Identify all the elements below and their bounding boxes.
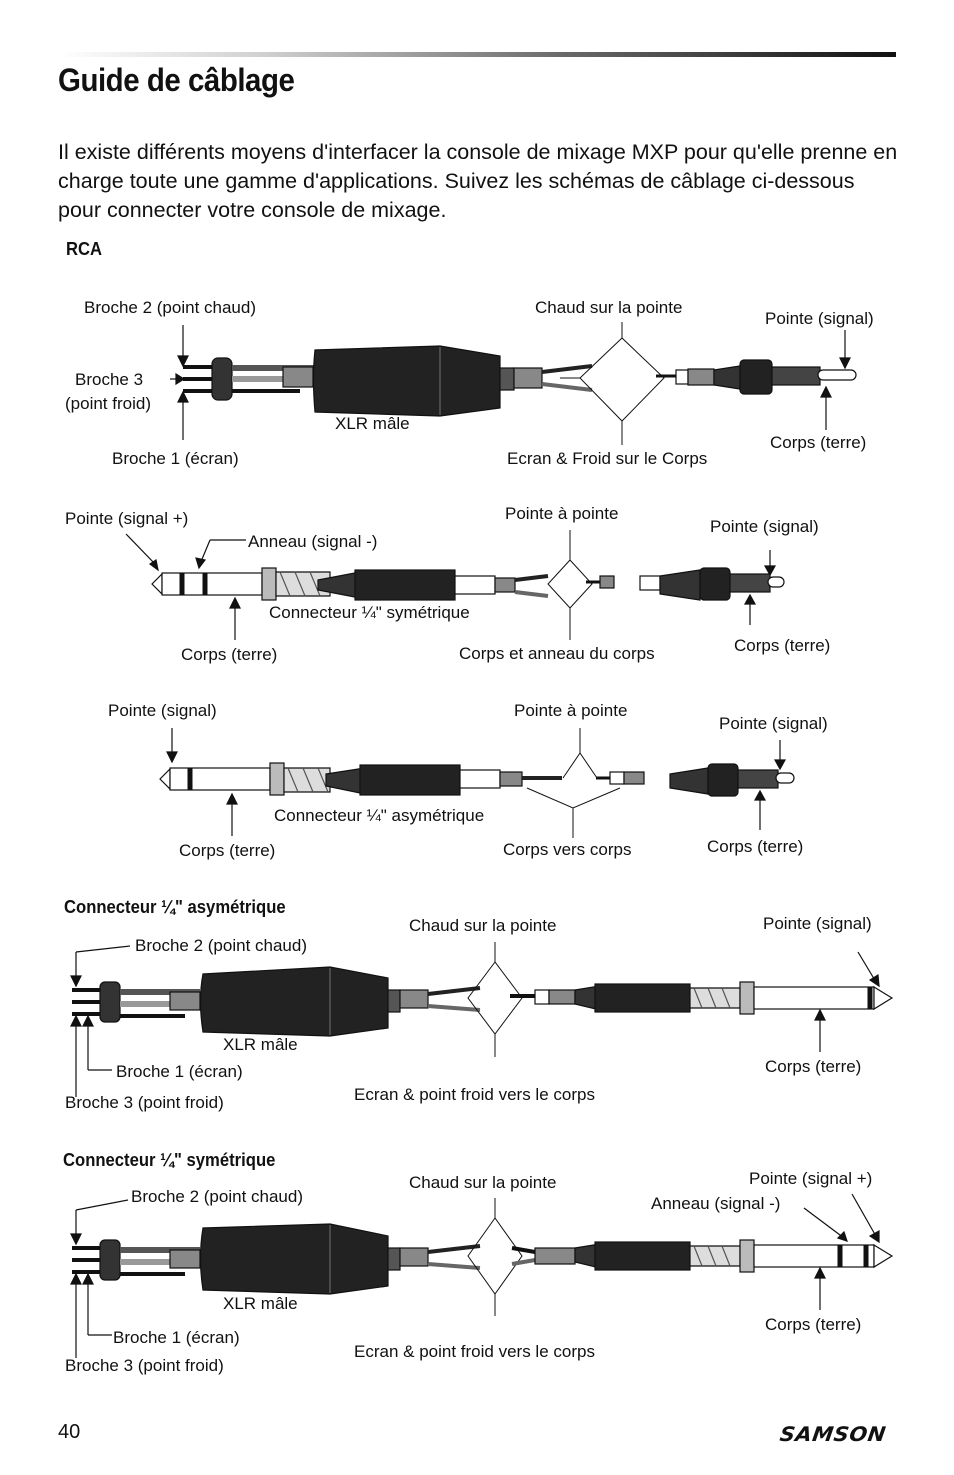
- label-tip-to-tip: Pointe à pointe: [505, 504, 619, 523]
- label-xlr-male: XLR mâle: [223, 1294, 298, 1313]
- label-pin1: Broche 1 (écran): [112, 449, 239, 468]
- label-tip-to-tip: Pointe à pointe: [514, 701, 628, 720]
- label-trs-sleeve: Corps (terre): [181, 645, 278, 664]
- label-ts-sleeve: Corps (terre): [179, 841, 276, 860]
- label-shield-cold-sleeve: Ecran & point froid vers le corps: [354, 1085, 595, 1104]
- label-trs-connector: Connecteur ¼" symétrique: [269, 603, 470, 622]
- diagram-ts-to-rca-graphic: [159, 728, 795, 838]
- label-rca-tip: Pointe (signal): [765, 309, 874, 328]
- label-pin3: Broche 3 (point froid): [65, 1356, 224, 1375]
- label-trs-sleeve: Corps (terre): [765, 1315, 862, 1334]
- label-sleeve-to-sleeve: Corps vers corps: [503, 840, 632, 859]
- label-hot-on-tip: Chaud sur la pointe: [409, 1173, 557, 1192]
- diagram-trs-to-rca: Pointe (signal +) Anneau (signal -) Conn…: [0, 500, 954, 670]
- diagram-xlr-to-trs: Broche 2 (point chaud) Chaud sur la poin…: [0, 1168, 954, 1383]
- label-xlr-male: XLR mâle: [335, 414, 410, 433]
- label-pin1: Broche 1 (écran): [113, 1328, 240, 1347]
- label-ts-tip: Pointe (signal): [108, 701, 217, 720]
- label-trs-tip: Pointe (signal +): [65, 509, 189, 528]
- label-ts-sleeve: Corps (terre): [765, 1057, 862, 1076]
- top-rule: [58, 52, 896, 57]
- brand-logo: SAMSON: [778, 1422, 888, 1446]
- label-trs-ring: Anneau (signal -): [651, 1194, 781, 1213]
- diagram-ts-to-rca: Pointe (signal) Connecteur ¼" asymétriqu…: [0, 698, 954, 868]
- label-pin3-line1: Broche 3: [75, 370, 144, 389]
- label-rca-sleeve: Corps (terre): [707, 837, 804, 856]
- label-pin2: Broche 2 (point chaud): [131, 1187, 303, 1206]
- label-sleeve-and-ring: Corps et anneau du corps: [459, 644, 655, 663]
- diagram-xlr-to-ts: Broche 2 (point chaud) Chaud sur la poin…: [0, 912, 954, 1122]
- diagram-xlr-to-rca-graphic: [170, 322, 857, 445]
- diagram-xlr-to-ts-graphic: [70, 942, 894, 1097]
- intro-paragraph: Il existe différents moyens d'interfacer…: [58, 140, 898, 222]
- diagram-trs-to-rca-graphic: [125, 530, 785, 640]
- label-rca-sleeve: Corps (terre): [734, 636, 831, 655]
- label-pin3: Broche 3 (point froid): [65, 1093, 224, 1112]
- label-rca-tip: Pointe (signal): [710, 517, 819, 536]
- label-shield-cold-sleeve: Ecran & Froid sur le Corps: [507, 449, 708, 468]
- label-rca-tip: Pointe (signal): [719, 714, 828, 733]
- label-pin3-line2: (point froid): [65, 394, 151, 413]
- label-rca-sleeve: Corps (terre): [770, 433, 867, 452]
- label-trs-ring: Anneau (signal -): [248, 532, 378, 551]
- section-heading-trs: Connecteur ¼" symétrique: [63, 1149, 276, 1170]
- section-heading-rca: RCA: [66, 238, 103, 259]
- label-hot-on-tip: Chaud sur la pointe: [535, 298, 683, 317]
- section-heading-ts: Connecteur ¼" asymétrique: [64, 896, 286, 917]
- label-pin2: Broche 2 (point chaud): [135, 936, 307, 955]
- label-trs-tip: Pointe (signal +): [749, 1169, 873, 1188]
- page-number: 40: [58, 1421, 81, 1443]
- label-xlr-male: XLR mâle: [223, 1035, 298, 1054]
- label-ts-connector: Connecteur ¼" asymétrique: [274, 806, 485, 825]
- diagram-xlr-to-trs-graphic: [70, 1193, 894, 1358]
- label-pin2: Broche 2 (point chaud): [84, 298, 256, 317]
- label-ts-tip: Pointe (signal): [763, 914, 872, 933]
- label-pin1: Broche 1 (écran): [116, 1062, 243, 1081]
- label-shield-cold-sleeve: Ecran & point froid vers le corps: [354, 1342, 595, 1361]
- diagram-xlr-to-rca: Broche 2 (point chaud) Broche 3 (point f…: [0, 290, 954, 480]
- label-hot-on-tip: Chaud sur la pointe: [409, 916, 557, 935]
- page-title: Guide de câblage: [58, 62, 295, 98]
